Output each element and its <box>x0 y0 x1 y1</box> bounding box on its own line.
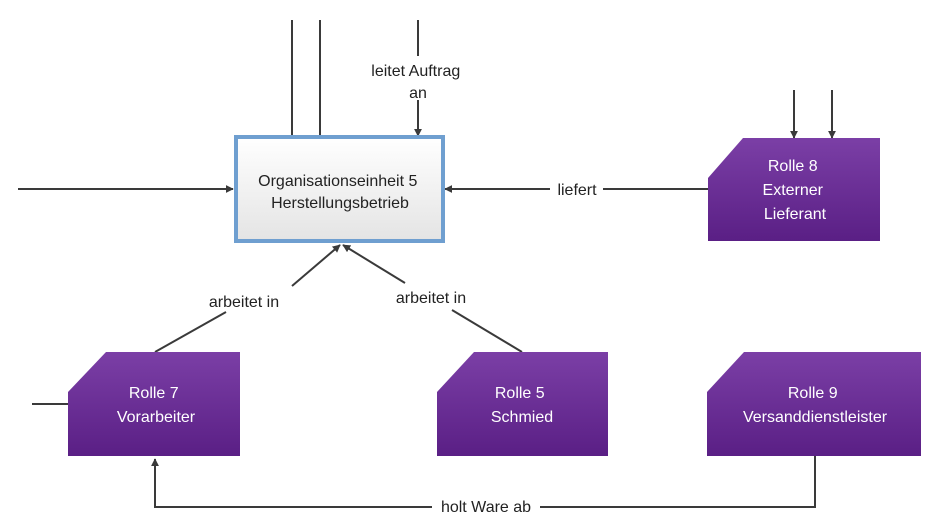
rolle7-line2: Vorarbeiter <box>117 409 196 426</box>
edge-label-liefert: liefert <box>557 182 597 199</box>
svg-text:leitet Auftrag an: leitet Auftrag an <box>371 63 464 102</box>
svg-text:Organisationseinheit 5 H: Organisationseinheit 5 Herstellungsbetri… <box>258 173 422 212</box>
org-unit-line1: Organisationseinheit 5 <box>258 173 417 190</box>
org-unit-line2: Herstellungsbetrieb <box>271 195 409 212</box>
role-rolle5[interactable]: Rolle 5 Schmied <box>437 352 608 456</box>
svg-text:Rolle 5 Schmied: Rolle 5 Schmied <box>491 385 553 426</box>
edge-label-arbeitet-in-left: arbeitet in <box>209 294 279 311</box>
rolle9-line1: Rolle 9 <box>788 385 838 402</box>
rolle8-line1: Rolle 8 <box>768 158 818 175</box>
rolle9-line2: Versanddienstleister <box>743 409 888 426</box>
rolle8-line3: Lieferant <box>764 206 827 223</box>
role-rolle9[interactable]: Rolle 9 Versanddienstleister <box>707 352 921 456</box>
edge-label-holt-ware-ab: holt Ware ab <box>441 499 531 516</box>
edge-holt-ware-ab-left <box>151 458 432 508</box>
svg-text:Rolle 8 Externer L: Rolle 8 Externer Lieferant <box>763 158 828 223</box>
edge-label-leitet-auftrag-2: an <box>409 85 427 102</box>
org-unit-box[interactable]: Organisationseinheit 5 Herstellungsbetri… <box>234 135 445 243</box>
edge-label-leitet-auftrag-1: leitet Auftrag <box>371 63 460 80</box>
rolle8-line2: Externer <box>763 182 824 199</box>
rolle5-line1: Rolle 5 <box>495 385 545 402</box>
svg-text:Rolle 7 Vorarbeiter: Rolle 7 Vorarbeiter <box>117 385 196 426</box>
rolle5-line2: Schmied <box>491 409 553 426</box>
role-rolle8[interactable]: Rolle 8 Externer Lieferant <box>708 138 880 241</box>
edge-label-arbeitet-in-right: arbeitet in <box>396 290 466 307</box>
edge-arbeitet-in-left-lower <box>154 311 227 353</box>
edge-arbeitet-in-left-upper <box>291 244 341 287</box>
edge-arbeitet-in-right-lower <box>451 309 523 353</box>
role-rolle7[interactable]: Rolle 7 Vorarbeiter <box>68 352 240 456</box>
edge-arbeitet-in-right-upper <box>342 244 406 284</box>
edge-holt-ware-ab-right <box>540 455 816 508</box>
svg-text:Rolle 9 Versanddienstlei: Rolle 9 Versanddienstleister <box>743 385 888 426</box>
rolle7-line1: Rolle 7 <box>129 385 179 402</box>
